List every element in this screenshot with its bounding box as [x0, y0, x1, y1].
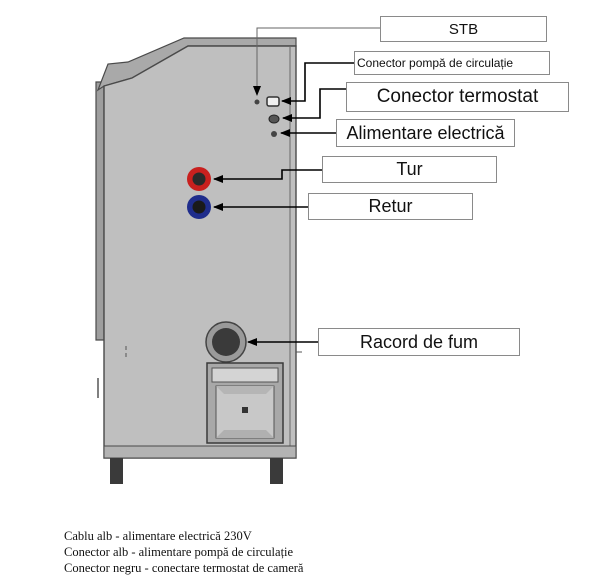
ash-drawer: [206, 362, 284, 444]
flue-connector-label: Racord de fum: [318, 328, 520, 356]
drawer-bevel: [216, 430, 274, 438]
pump-connector-label: Conector pompă de circulație: [354, 51, 550, 75]
stb-label: STB: [380, 16, 547, 42]
flow-label: Tur: [322, 156, 497, 183]
pump-connector-socket: [266, 96, 280, 107]
flue-connector: [205, 321, 247, 363]
flow-pipe-bore: [192, 172, 206, 186]
drawer-top-slot: [211, 367, 279, 383]
flue-inner: [212, 328, 240, 356]
right-foot: [270, 458, 283, 484]
thermostat-connector-socket: [268, 114, 280, 124]
power-supply-label: Alimentare electrică: [336, 119, 515, 147]
connectors: [254, 96, 280, 137]
stb-button: [254, 99, 260, 105]
drawer-bevel: [216, 386, 274, 394]
stb-leader: [253, 27, 380, 96]
stove-body: [95, 37, 302, 484]
pump-leader: [281, 62, 354, 105]
return-label: Retur: [308, 193, 473, 220]
leaders: [213, 27, 380, 346]
pipes: [187, 167, 211, 219]
power-cable-entry: [271, 131, 277, 137]
thermostat-leader: [282, 88, 346, 122]
left-foot: [110, 458, 123, 484]
rear-flap: [95, 81, 105, 341]
legend-item: Conector alb - alimentare pompă de circu…: [64, 545, 294, 559]
flow-leader: [213, 169, 322, 183]
bottom-trim: [103, 445, 297, 459]
legend: Cablu alb - alimentare electrică 230V Co…: [64, 528, 303, 576]
legend-item: Cablu alb - alimentare electrică 230V: [64, 529, 252, 543]
legend-item: Conector negru - conectare termostat de …: [64, 561, 304, 575]
drawer-handle: [242, 407, 248, 413]
return-pipe-bore: [192, 200, 206, 214]
thermostat-connector-label: Conector termostat: [346, 82, 569, 112]
